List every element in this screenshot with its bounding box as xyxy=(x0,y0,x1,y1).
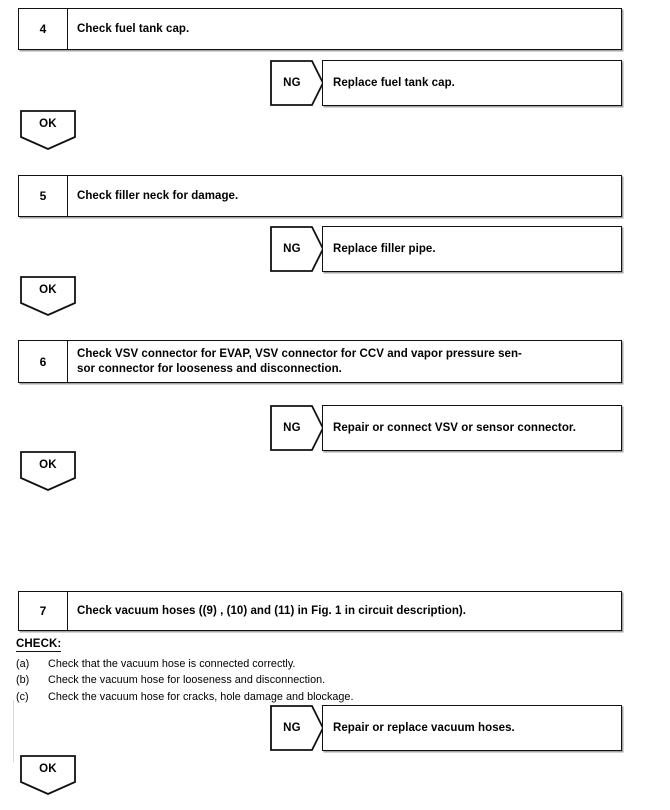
ok-label-5: OK xyxy=(39,284,57,296)
ng-label-7: NG xyxy=(283,722,301,734)
step-box-4: 4 Check fuel tank cap. xyxy=(18,8,622,50)
ng-pentagon-icon xyxy=(270,705,324,751)
ok-label-6: OK xyxy=(39,459,57,471)
ok-pentagon-icon xyxy=(20,451,76,491)
step-instruction-6-line2: sor connector for looseness and disconne… xyxy=(77,362,342,375)
check-list-block: CHECK: (a) Check that the vacuum hose is… xyxy=(16,634,536,705)
ng-label-4: NG xyxy=(283,77,301,89)
ok-label-7: OK xyxy=(39,763,57,775)
ng-tag-6: NG xyxy=(270,405,324,451)
step-number-5: 5 xyxy=(19,176,68,216)
ng-label-6: NG xyxy=(283,422,301,434)
step-instruction-6: Check VSV connector for EVAP, VSV connec… xyxy=(68,341,621,382)
ng-action-text-7: Repair or replace vacuum hoses. xyxy=(333,722,515,734)
ng-action-box-4: Replace fuel tank cap. xyxy=(322,60,622,106)
check-item-text: Check the vacuum hose for looseness and … xyxy=(48,674,326,687)
ng-action-box-7: Repair or replace vacuum hoses. xyxy=(322,705,622,751)
check-item-marker: (b) xyxy=(16,674,30,687)
check-item-text: Check that the vacuum hose is connected … xyxy=(48,658,296,670)
ng-action-box-6: Repair or connect VSV or sensor connecto… xyxy=(322,405,622,451)
ok-pentagon-icon xyxy=(20,755,76,795)
step-number-7: 7 xyxy=(19,592,68,630)
step-instruction-7: Check vacuum hoses ((9) , (10) and (11) … xyxy=(77,604,467,617)
ok-tag-6: OK xyxy=(20,451,76,491)
step-box-6: 6 Check VSV connector for EVAP, VSV conn… xyxy=(18,340,622,383)
step-instruction-5: Check filler neck for damage. xyxy=(77,189,239,202)
check-item-marker: (c) xyxy=(16,690,29,703)
ng-pentagon-icon xyxy=(270,405,324,451)
check-heading: CHECK: xyxy=(16,638,62,652)
check-item-marker: (a) xyxy=(16,658,30,670)
ok-pentagon-icon xyxy=(20,110,76,150)
ng-action-text-5: Replace filler pipe. xyxy=(333,243,436,255)
ng-tag-4: NG xyxy=(270,60,324,106)
ng-action-box-5: Replace filler pipe. xyxy=(322,226,622,272)
ok-tag-7: OK xyxy=(20,755,76,795)
step-box-7: 7 Check vacuum hoses ((9) , (10) and (11… xyxy=(18,591,622,631)
check-item-text: Check the vacuum hose for cracks, hole d… xyxy=(48,690,354,703)
step-number-4: 4 xyxy=(19,9,68,49)
step-box-5: 5 Check filler neck for damage. xyxy=(18,175,622,217)
scan-artifact-line xyxy=(13,700,14,762)
step-instruction-4: Check fuel tank cap. xyxy=(77,22,190,35)
ng-pentagon-icon xyxy=(270,226,324,272)
step-number-6: 6 xyxy=(19,341,68,382)
ng-tag-7: NG xyxy=(270,705,324,751)
check-list-item: (c) Check the vacuum hose for cracks, ho… xyxy=(16,689,536,705)
ok-tag-5: OK xyxy=(20,276,76,316)
ng-pentagon-icon xyxy=(270,60,324,106)
ok-pentagon-icon xyxy=(20,276,76,316)
ng-tag-5: NG xyxy=(270,226,324,272)
ng-action-text-4: Replace fuel tank cap. xyxy=(333,77,455,89)
ng-action-text-6: Repair or connect VSV or sensor connecto… xyxy=(333,422,577,434)
check-list-item: (b) Check the vacuum hose for looseness … xyxy=(16,672,536,688)
ng-label-5: NG xyxy=(283,243,301,255)
step-instruction-6-line1: Check VSV connector for EVAP, VSV connec… xyxy=(77,347,522,360)
ok-label-4: OK xyxy=(39,118,57,130)
ok-tag-4: OK xyxy=(20,110,76,150)
check-list-item: (a) Check that the vacuum hose is connec… xyxy=(16,656,536,672)
